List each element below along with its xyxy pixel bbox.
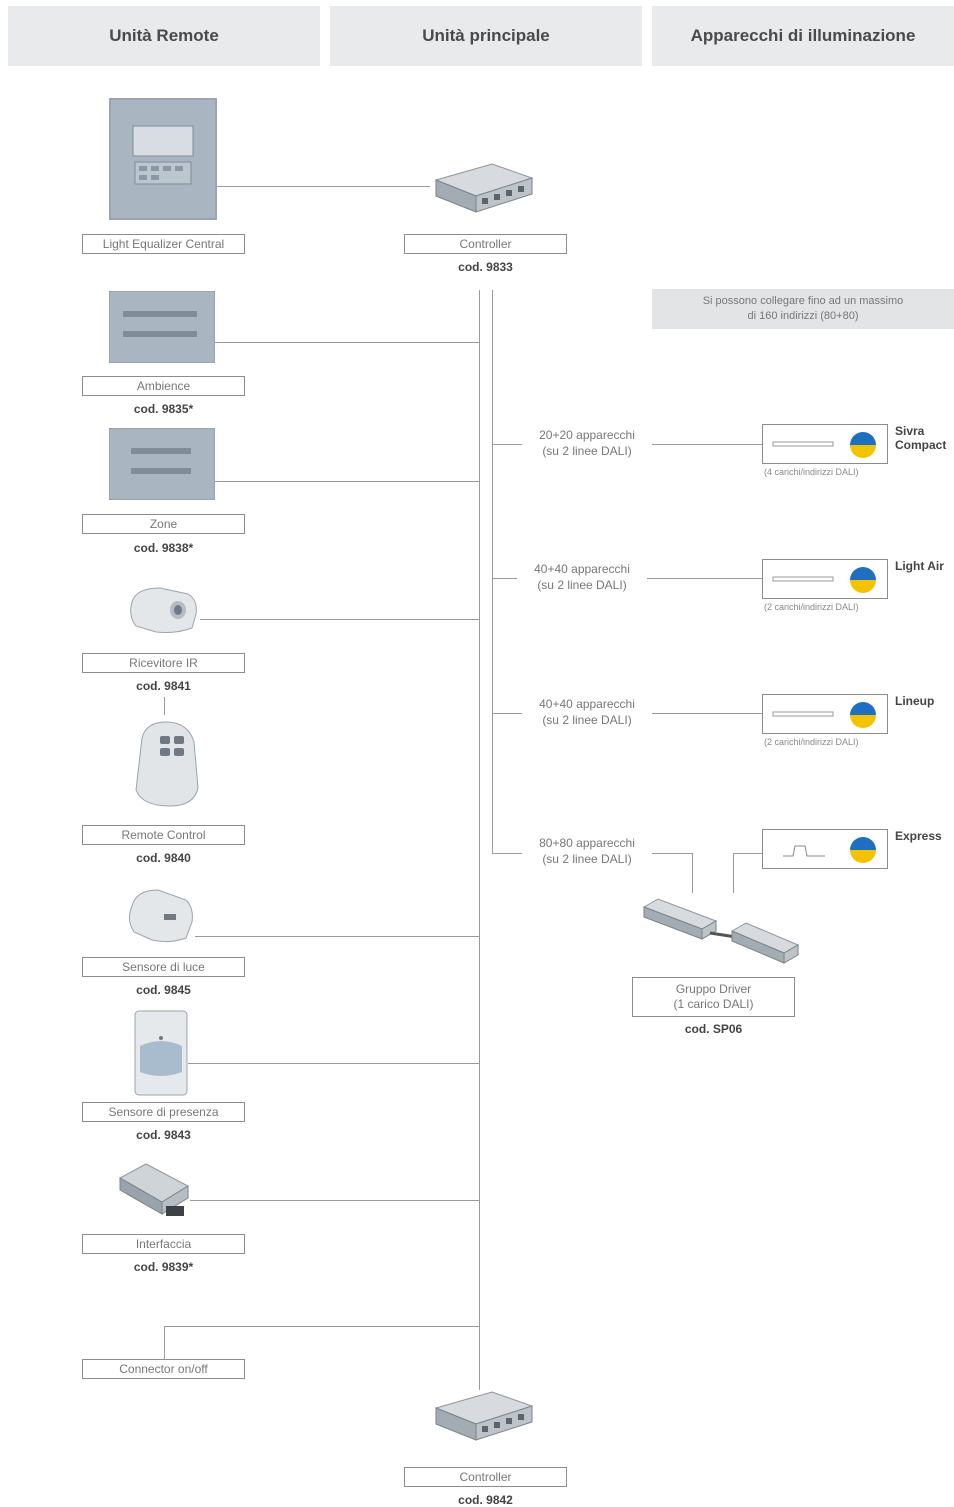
ambience-label: Ambience (82, 376, 245, 396)
fixture-sivra-compact-name: Sivra Compact (895, 424, 947, 452)
controller-top-label: Controller (404, 234, 567, 254)
branch-count-2: 40+40 apparecchi (su 2 linee DALI) (517, 561, 647, 593)
driver-group-code: cod. SP06 (684, 1022, 743, 1036)
connector-line (164, 1326, 165, 1360)
branch-count-line-1: 40+40 apparecchi (539, 697, 635, 711)
connector-line (195, 936, 479, 937)
controller-bottom-label: Controller (404, 1467, 567, 1487)
fixture-light-air-box (762, 559, 888, 599)
controller-top-image (432, 158, 536, 220)
fixture-lineup-name: Lineup (895, 694, 935, 708)
connector-line (217, 186, 430, 187)
connector-line (164, 1326, 479, 1327)
driver-group-image (640, 893, 802, 965)
ir-receiver-label: Ricevitore IR (82, 653, 245, 673)
branch-count-3: 40+40 apparecchi (su 2 linee DALI) (522, 696, 652, 728)
driver-group-line-2: (1 carico DALI) (673, 997, 754, 1011)
header-lighting-fixtures: Apparecchi di illuminazione (652, 6, 954, 66)
fixture-sivra-compact-sub: (4 carichi/indirizzi DALI) (764, 467, 859, 477)
connector-line (190, 1200, 479, 1201)
presence-sensor-label: Sensore di presenza (82, 1102, 245, 1122)
branch-count-4: 80+80 apparecchi (su 2 linee DALI) (522, 835, 652, 867)
branch-line (733, 853, 763, 854)
branch-count-line-1: 80+80 apparecchi (539, 836, 635, 850)
branch-count-1: 20+20 apparecchi (su 2 linee DALI) (522, 427, 652, 459)
branch-count-line-1: 40+40 apparecchi (534, 562, 630, 576)
branch-count-line-2: (su 2 linee DALI) (542, 444, 632, 458)
zone-label: Zone (82, 514, 245, 534)
branch-line (692, 853, 693, 893)
interface-module-image (116, 1160, 192, 1222)
light-equalizer-central-label: Light Equalizer Central (82, 234, 245, 254)
header-main-unit: Unità principale (330, 6, 642, 66)
interface-code: cod. 9839* (133, 1260, 194, 1274)
fixture-light-air-name: Light Air (895, 559, 944, 573)
controller-top-code: cod. 9833 (458, 260, 513, 274)
remote-control-label: Remote Control (82, 825, 245, 845)
ambience-panel-image (109, 291, 215, 363)
ambience-code: cod. 9835* (133, 402, 194, 416)
interface-label: Interfaccia (82, 1234, 245, 1254)
connector-line (164, 697, 165, 715)
remote-control-code: cod. 9840 (136, 851, 191, 865)
presence-sensor-image (134, 1010, 188, 1096)
branch-count-line-2: (su 2 linee DALI) (542, 852, 632, 866)
branch-count-line-2: (su 2 linee DALI) (537, 578, 627, 592)
branch-line (733, 853, 734, 893)
connector-line (215, 481, 479, 482)
light-equalizer-central-image (109, 98, 217, 220)
bus-line-right (492, 290, 493, 854)
fixture-lineup-box (762, 694, 888, 734)
max-address-note: Si possono collegare fino ad un massimo … (652, 289, 954, 329)
zone-panel-image (109, 428, 215, 500)
fixture-express-box (762, 829, 888, 869)
branch-count-line-2: (su 2 linee DALI) (542, 713, 632, 727)
connector-line (188, 1063, 479, 1064)
zone-code: cod. 9838* (133, 541, 194, 555)
connector-onoff-label: Connector on/off (82, 1359, 245, 1379)
driver-group-line-1: Gruppo Driver (675, 982, 752, 996)
light-sensor-label: Sensore di luce (82, 957, 245, 977)
branch-count-line-1: 20+20 apparecchi (539, 428, 635, 442)
bus-line-left (479, 290, 480, 1390)
presence-sensor-code: cod. 9843 (136, 1128, 191, 1142)
fixture-lineup-sub: (2 carichi/indirizzi DALI) (764, 737, 859, 747)
controller-bottom-image (432, 1386, 536, 1448)
fixture-express-name: Express (895, 829, 942, 843)
ir-receiver-code: cod. 9841 (136, 679, 191, 693)
controller-bottom-code: cod. 9842 (458, 1493, 513, 1507)
remote-control-image (132, 718, 200, 810)
fixture-sivra-compact-box (762, 424, 888, 464)
ir-receiver-image (126, 584, 200, 638)
header-remote-units: Unità Remote (8, 6, 320, 66)
note-line-2: di 160 indirizzi (80+80) (747, 310, 859, 322)
connector-line (215, 342, 479, 343)
fixture-light-air-sub: (2 carichi/indirizzi DALI) (764, 602, 859, 612)
connector-line (200, 619, 479, 620)
light-sensor-image (126, 886, 196, 946)
note-line-1: Si possono collegare fino ad un massimo (702, 295, 904, 307)
driver-group-label: Gruppo Driver (1 carico DALI) (632, 977, 795, 1017)
light-sensor-code: cod. 9845 (136, 983, 191, 997)
